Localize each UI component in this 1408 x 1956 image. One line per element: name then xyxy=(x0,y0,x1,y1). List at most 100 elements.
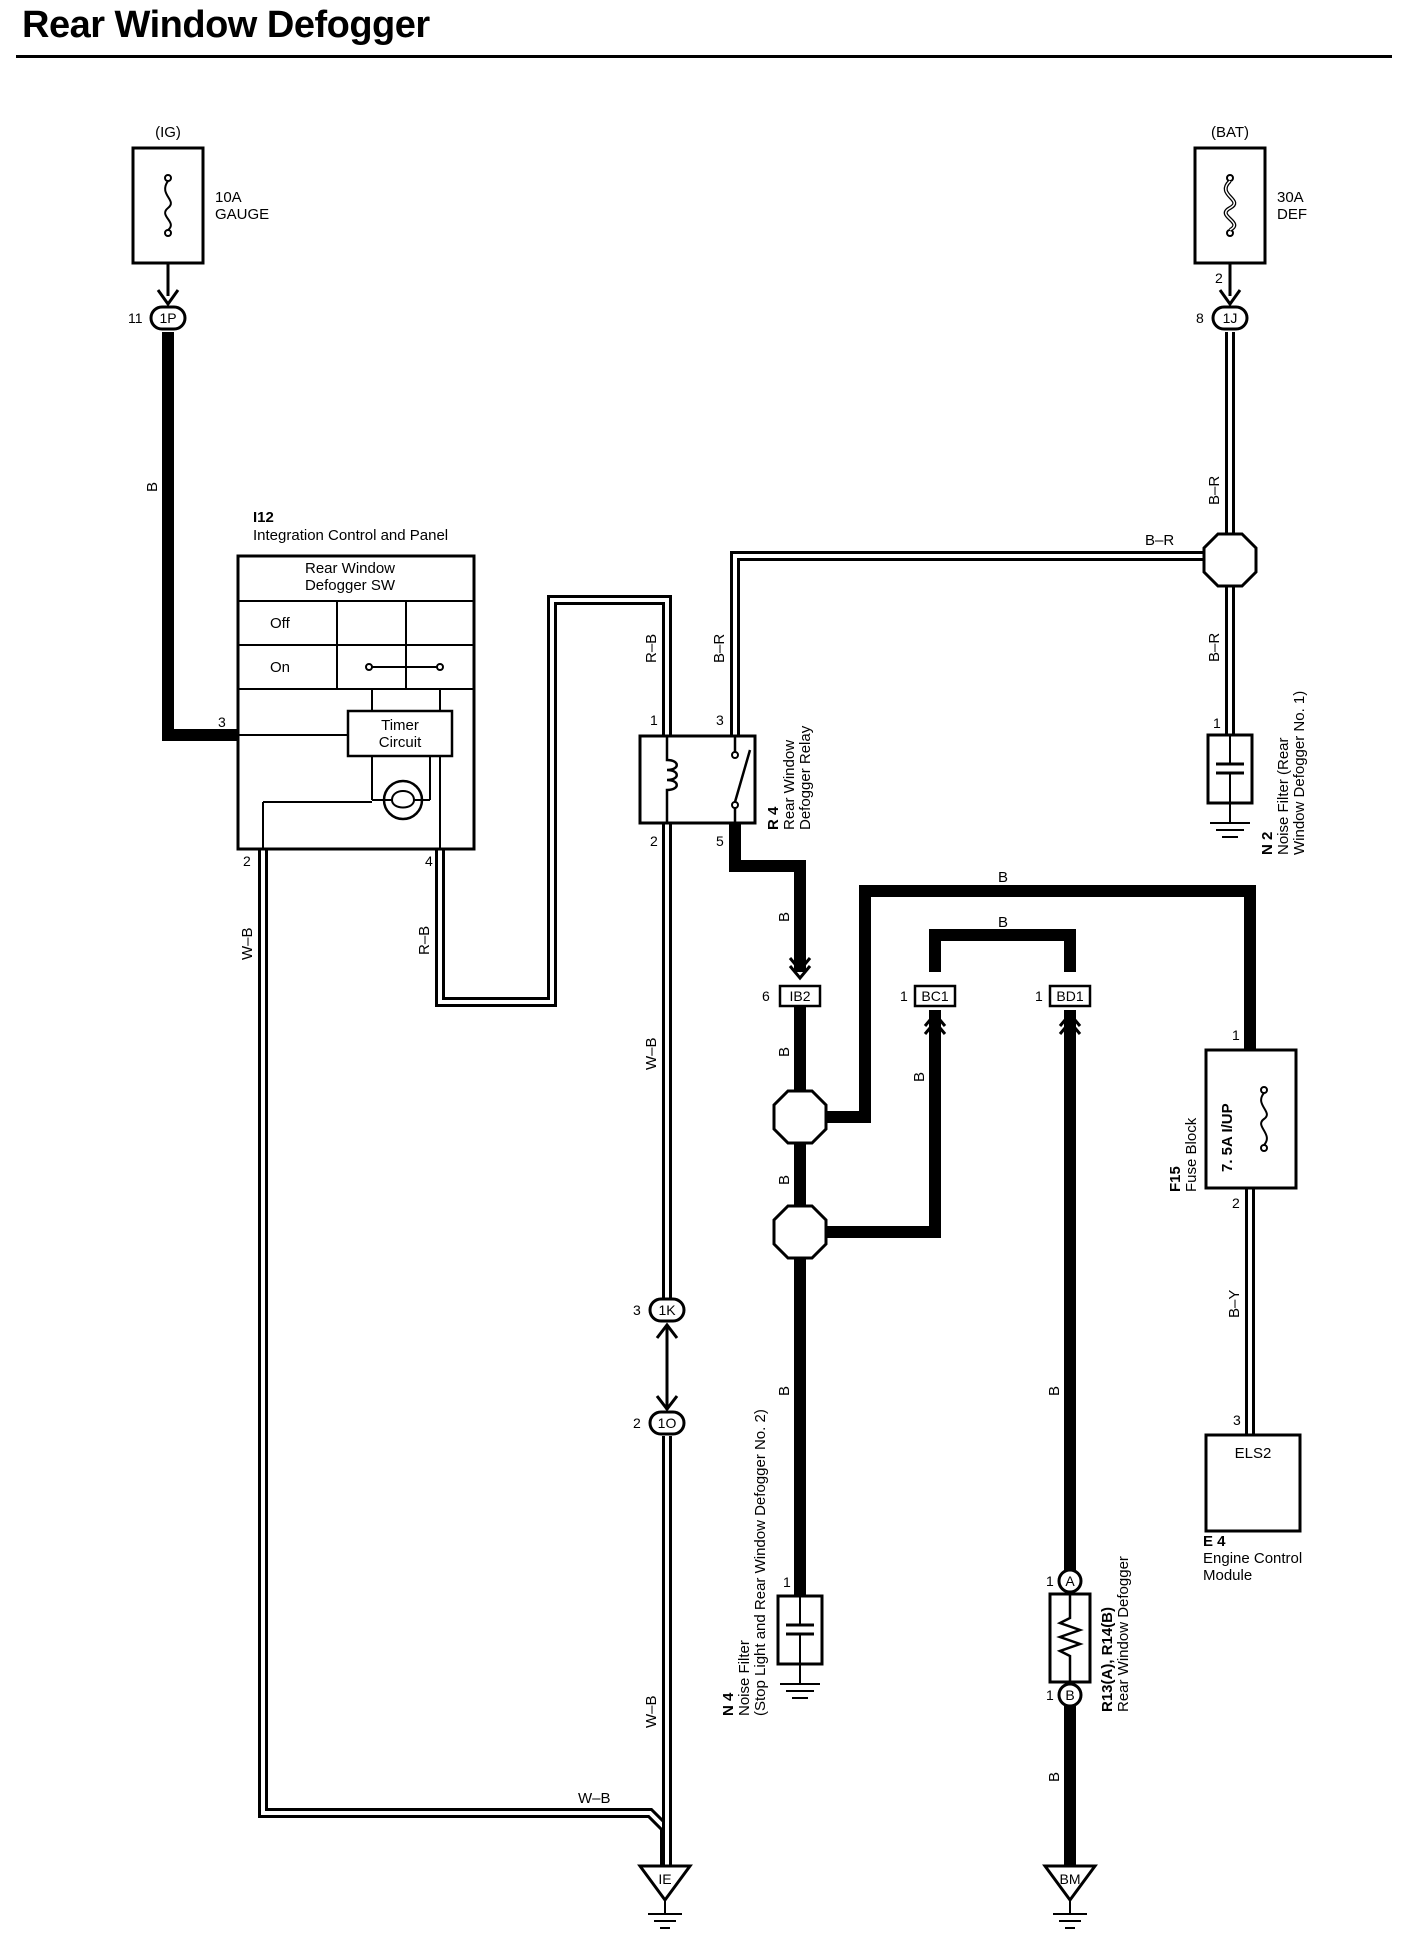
relay-coil-icon xyxy=(665,736,678,823)
connector-1j: 1J 8 xyxy=(1196,305,1249,331)
e4-engine-control-module: 3 ELS2 E 4 Engine Control Module xyxy=(1203,1412,1302,1584)
fuse-gauge-source: (IG) xyxy=(155,124,181,141)
wire-label-b-3: B xyxy=(998,869,1008,886)
r4-pin1: 1 xyxy=(650,712,658,728)
connector-bd1: BD1 1 xyxy=(1035,984,1092,1035)
i12-switch-contact-icon xyxy=(365,663,444,671)
connector-1k-arrow-icon xyxy=(655,1322,679,1339)
connector-1o-id: 1O xyxy=(658,1415,677,1431)
fuse-def: (BAT) 30A DEF xyxy=(1193,124,1307,265)
wire-label-br-3: B–R xyxy=(1206,633,1223,662)
page-title: Rear Window Defogger xyxy=(22,4,430,46)
connector-1o: 1O 2 xyxy=(633,1410,686,1436)
connector-1k: 1K 3 xyxy=(633,1297,686,1323)
r13-code: R13(A), R14(B) xyxy=(1099,1607,1116,1712)
wire-label-rb-2: R–B xyxy=(416,926,433,955)
capacitor-icon xyxy=(786,1596,814,1664)
splice-b1 xyxy=(772,1089,828,1145)
n4-ground-icon xyxy=(780,1664,820,1699)
r4-pin2: 2 xyxy=(650,833,658,849)
r4-defogger-relay: 1 3 2 5 R 4 Rear Window Defogger Relay xyxy=(638,712,814,849)
connector-1j-pin: 8 xyxy=(1196,310,1204,326)
wire-label-by: B–Y xyxy=(1226,1290,1243,1318)
connector-1k-id: 1K xyxy=(658,1302,676,1318)
n2-code: N 2 xyxy=(1259,832,1276,855)
i12-timer-line1: Timer xyxy=(381,717,419,734)
r4-code: R 4 xyxy=(765,806,782,830)
wire-label-b-5: B xyxy=(776,1047,793,1057)
n2-name-2: Window Defogger No. 1) xyxy=(1291,691,1308,855)
defogger-conn-b-label: B xyxy=(1065,1687,1074,1703)
connector-1o-pin: 2 xyxy=(633,1415,641,1431)
fuse-def-pin: 2 xyxy=(1215,270,1223,286)
i12-code: I12 xyxy=(253,509,274,526)
n2-noise-filter: 1 N 2 Noise Filter (Rear Window Defogger… xyxy=(1206,691,1308,855)
capacitor-icon xyxy=(1216,735,1244,803)
n4-code: N 4 xyxy=(720,1692,737,1716)
e4-terminal: ELS2 xyxy=(1235,1445,1272,1462)
i12-on-label: On xyxy=(270,659,290,676)
ground-bm: BM xyxy=(1042,1864,1098,1929)
i12-integration-panel: I12 Integration Control and Panel Rear W… xyxy=(218,509,476,869)
splice-br xyxy=(1202,532,1258,588)
i12-pin3: 3 xyxy=(218,714,226,730)
wire-br-splice-to-relay xyxy=(730,551,1210,736)
f15-name: Fuse Block xyxy=(1183,1117,1200,1192)
n2-ground-icon xyxy=(1210,803,1250,838)
connector-1k-pin: 3 xyxy=(633,1302,641,1318)
i12-switch-title-2: Defogger SW xyxy=(305,577,396,594)
defogger-conn-a xyxy=(1057,1568,1083,1594)
wire-label-b-8: B xyxy=(776,1386,793,1396)
wire-b-gauge-to-i12 xyxy=(162,332,238,741)
i12-indicator-lamp-icon xyxy=(382,779,424,821)
connector-1o-arrow-icon xyxy=(655,1395,679,1412)
fuse-def-source: (BAT) xyxy=(1211,124,1249,141)
ground-ie-label: IE xyxy=(658,1871,671,1887)
r4-name-2: Defogger Relay xyxy=(797,725,814,830)
e4-pin3: 3 xyxy=(1233,1412,1241,1428)
wire-label-b-4: B xyxy=(998,914,1008,931)
r4-pin3: 3 xyxy=(716,712,724,728)
n4-noise-filter: 1 N 4 Noise Filter (Stop Light and Rear … xyxy=(720,1409,824,1716)
connector-bd1-id: BD1 xyxy=(1056,988,1083,1004)
wire-label-br-2: B–R xyxy=(1145,532,1174,549)
f15-pin1: 1 xyxy=(1232,1027,1240,1043)
connector-1p-id: 1P xyxy=(159,310,176,326)
wire-label-wb-3: W–B xyxy=(643,1695,660,1728)
f15-code: F15 xyxy=(1167,1166,1184,1192)
connector-bc1: BC1 1 xyxy=(900,984,957,1035)
wire-label-b-1: B xyxy=(144,482,161,492)
connector-1p-pin: 11 xyxy=(128,310,143,326)
ground-bm-label: BM xyxy=(1060,1871,1081,1887)
wire-label-rb-1: R–B xyxy=(643,634,660,663)
wire-label-br-1: B–R xyxy=(1206,476,1223,505)
resistor-icon xyxy=(1056,1594,1084,1682)
connector-bc1-id: BC1 xyxy=(921,988,948,1004)
c1p-arrow-icon xyxy=(156,289,180,307)
f15-fuse-label: 7. 5A I/UP xyxy=(1219,1103,1236,1172)
defogger-pin-a: 1 xyxy=(1046,1573,1054,1589)
i12-timer-circuit xyxy=(346,709,454,758)
n4-name-1: Noise Filter xyxy=(736,1640,753,1716)
e4-code: E 4 xyxy=(1203,1533,1226,1550)
title-rule xyxy=(16,55,1392,58)
connector-ib2: IB2 6 xyxy=(762,957,822,1008)
connector-bd1-pin: 1 xyxy=(1035,988,1043,1004)
r4-pin5: 5 xyxy=(716,833,724,849)
wire-label-wb-4: W–B xyxy=(578,1790,611,1807)
fuse-gauge-name: GAUGE xyxy=(215,206,269,223)
connector-bc1-pin: 1 xyxy=(900,988,908,1004)
wire-b-splice-to-f15 xyxy=(820,885,1256,1123)
connector-ib2-pin: 6 xyxy=(762,988,770,1004)
connector-ib2-id: IB2 xyxy=(789,988,810,1004)
fuse-gauge-rating: 10A xyxy=(215,189,242,206)
wire-label-b-10: B xyxy=(1046,1772,1063,1782)
fuse-gauge: (IG) 10A GAUGE xyxy=(131,124,269,265)
wire-label-b-9: B xyxy=(1046,1386,1063,1396)
i12-name: Integration Control and Panel xyxy=(253,527,448,544)
defogger-pin-b: 1 xyxy=(1046,1687,1054,1703)
e4-name-2: Module xyxy=(1203,1567,1252,1584)
i12-timer-line2: Circuit xyxy=(379,734,422,751)
ground-ie: IE xyxy=(637,1864,693,1929)
